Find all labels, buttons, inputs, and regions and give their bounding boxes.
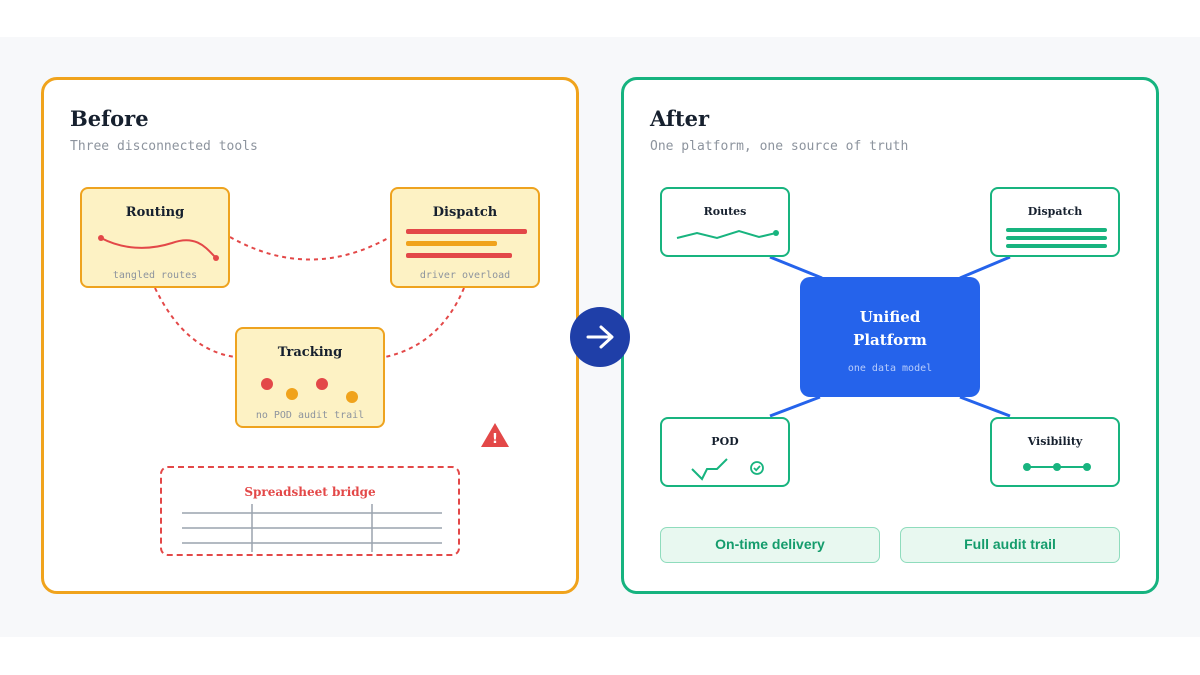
dispatch-tool-caption: driver overload (419, 270, 511, 281)
warning-icon: ! (481, 423, 509, 447)
before-subtitle: Three disconnected tools (70, 139, 258, 154)
spreadsheet-bridge: Spreadsheet bridge (160, 466, 460, 556)
warning-glyph: ! (492, 432, 498, 447)
tracking-tool-card: Tracking no POD audit trail (235, 327, 385, 428)
hub-link-dispatch (959, 255, 1011, 280)
tracking-tool-title: Tracking (277, 345, 343, 360)
unified-platform-hub: Unified Platform one data model (800, 277, 980, 397)
pod-module-card: POD (660, 417, 790, 487)
arrow-right-icon (586, 325, 614, 349)
hub-link-pod (769, 395, 821, 418)
dispatch-tool-card: Dispatch driver overload (390, 187, 540, 288)
scattered-pins-icon (261, 378, 358, 403)
after-title: After (650, 106, 710, 131)
routes-module-title: Routes (703, 205, 747, 218)
visibility-module-title: Visibility (1027, 435, 1083, 448)
overloaded-queue-icon (406, 229, 527, 258)
broken-link-dispatch-tracking (384, 287, 465, 358)
balanced-queue-icon (1006, 228, 1107, 248)
transition-arrow-button (570, 307, 630, 367)
routing-tool-caption: tangled routes (112, 270, 198, 281)
spreadsheet-grid-icon (182, 504, 442, 552)
before-title: Before (70, 106, 149, 131)
tangled-route-icon (98, 235, 219, 261)
hub-title-line-2: Platform (853, 331, 927, 349)
broken-link-routing-tracking (154, 287, 236, 358)
pod-module-title: POD (711, 435, 739, 448)
spreadsheet-bridge-label: Spreadsheet bridge (244, 485, 376, 499)
outcome-full-audit-trail: Full audit trail (900, 527, 1120, 563)
clean-route-icon (676, 229, 779, 240)
broken-link-routing-dispatch (229, 236, 391, 261)
after-subtitle: One platform, one source of truth (650, 139, 909, 154)
hub-link-visibility (959, 395, 1011, 418)
routes-module-card: Routes (660, 187, 790, 257)
dispatch-tool-title: Dispatch (432, 205, 498, 220)
tracking-tool-caption: no POD audit trail (255, 410, 365, 421)
hub-title: Unified Platform (800, 306, 980, 352)
hub-link-routes (769, 255, 823, 280)
outcome-on-time-delivery: On-time delivery (660, 527, 880, 563)
check-circle-icon (750, 461, 764, 475)
dispatch-module-card: Dispatch (990, 187, 1120, 257)
hub-caption: one data model (847, 363, 933, 374)
visibility-module-card: Visibility (990, 417, 1120, 487)
routing-tool-card: Routing tangled routes (80, 187, 230, 288)
connected-stops-icon (1023, 463, 1091, 471)
hub-title-line-1: Unified (859, 308, 921, 326)
signature-icon (691, 458, 728, 481)
dispatch-module-title: Dispatch (1027, 205, 1083, 218)
routing-tool-title: Routing (125, 205, 185, 220)
